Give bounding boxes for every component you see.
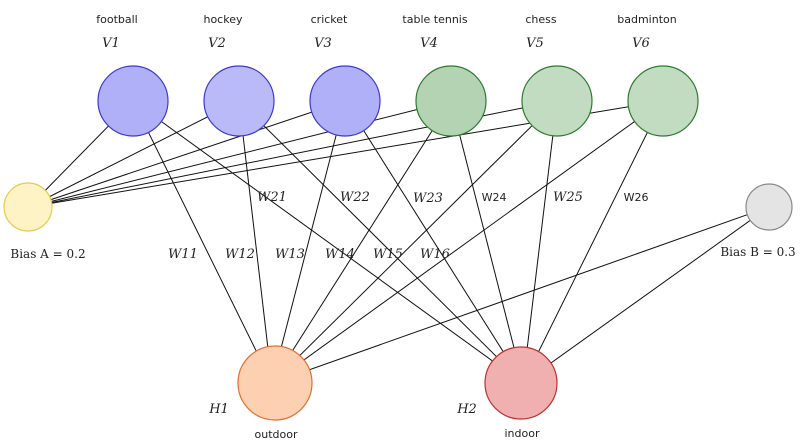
edge-a-v4 xyxy=(28,100,452,208)
edge-a-v2 xyxy=(28,100,240,208)
edge-v5-h2 xyxy=(522,100,558,384)
weight-label-w21: W21 xyxy=(257,190,287,205)
visible-node-v5 xyxy=(521,65,593,137)
bias-node-b xyxy=(745,183,793,231)
hidden-symbol-h1: H1 xyxy=(208,402,229,417)
edge-b-h1 xyxy=(271,206,770,384)
weight-label-w26: W26 xyxy=(624,191,649,204)
weight-label-w24: W24 xyxy=(482,191,507,204)
edge-v1-h1 xyxy=(132,100,273,384)
edge-v3-h1 xyxy=(271,100,346,384)
edge-v3-h2 xyxy=(344,100,524,384)
visible-label-v1: football xyxy=(96,13,137,26)
visible-label-v5: chess xyxy=(525,13,557,26)
weight-label-w25: W25 xyxy=(553,190,583,205)
visible-symbol-v3: V3 xyxy=(314,36,332,51)
visible-node-v3 xyxy=(309,65,381,137)
weight-label-w23: W23 xyxy=(413,191,443,206)
visible-symbol-v6: V6 xyxy=(632,36,650,51)
edge-v6-h1 xyxy=(271,100,664,384)
visible-node-v1 xyxy=(97,65,169,137)
edge-b-h2 xyxy=(522,206,770,384)
hidden-symbol-h2: H2 xyxy=(456,402,477,417)
edge-v2-h1 xyxy=(238,100,273,384)
visible-symbol-v1: V1 xyxy=(102,36,120,51)
visible-node-v4 xyxy=(415,65,487,137)
weight-label-w16: W16 xyxy=(420,247,450,262)
visible-symbol-v2: V2 xyxy=(208,36,226,51)
visible-node-v6 xyxy=(627,65,699,137)
visible-label-v6: badminton xyxy=(617,13,676,26)
visible-symbol-v4: V4 xyxy=(420,36,438,51)
visible-label-v3: cricket xyxy=(311,13,348,26)
bias-label-a: Bias A = 0.2 xyxy=(10,247,85,261)
bias-label-b: Bias B = 0.3 xyxy=(720,245,795,259)
visible-node-v2 xyxy=(203,65,275,137)
visible-symbol-v5: V5 xyxy=(526,36,544,51)
weight-label-w11: W11 xyxy=(168,247,198,262)
weight-label-w22: W22 xyxy=(340,190,370,205)
hidden-label-h1: outdoor xyxy=(255,428,298,441)
weight-label-w14: W14 xyxy=(325,247,355,262)
weight-label-w12: W12 xyxy=(225,247,255,262)
weight-label-w13: W13 xyxy=(275,247,305,262)
hidden-label-h2: indoor xyxy=(505,427,540,440)
weight-label-w15: W15 xyxy=(373,247,403,262)
nodes xyxy=(3,65,793,421)
edge-v4-h1 xyxy=(271,100,452,384)
hidden-node-h1 xyxy=(237,345,313,421)
edge-v4-h2 xyxy=(450,100,524,384)
edges xyxy=(28,100,770,384)
hidden-node-h2 xyxy=(484,346,558,420)
bias-node-a xyxy=(3,182,53,232)
edge-v5-h1 xyxy=(271,100,558,384)
edge-v2-h2 xyxy=(238,100,524,384)
edge-a-v3 xyxy=(28,100,346,208)
edge-v6-h2 xyxy=(522,100,664,384)
edge-v1-h2 xyxy=(132,100,524,384)
visible-label-v2: hockey xyxy=(203,13,242,26)
visible-label-v4: table tennis xyxy=(402,13,467,26)
